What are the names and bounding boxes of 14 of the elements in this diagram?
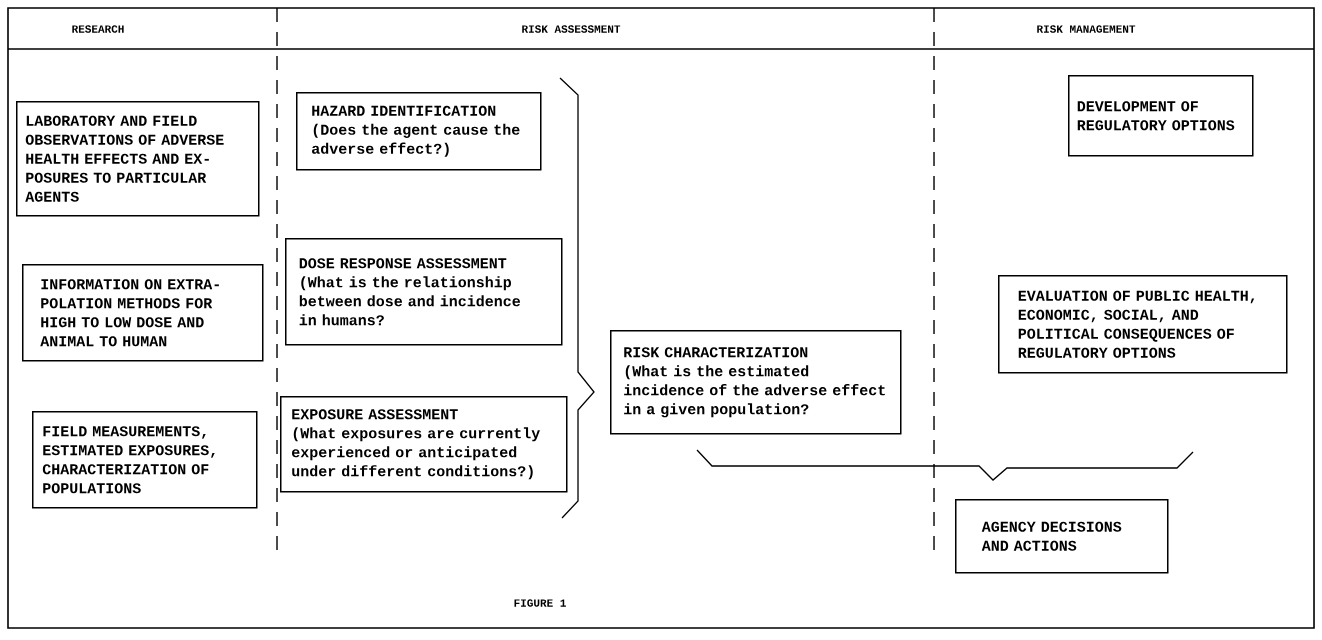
- text-box: FIELD MEASUREMENTS, ESTIMATED EXPOSURES, CHARACTERIZATION OF POPULATIONS: [32, 411, 258, 509]
- column-heading: RESEARCH: [72, 25, 124, 33]
- text-box: AGENCY DECISIONS AND ACTIONS: [955, 499, 1169, 574]
- text-box: EVALUATION OF PUBLIC HEALTH, ECONOMIC, SOCIAL, AND POLITICAL CONSEQUENCES OF REGULATORY OPTIONS: [998, 275, 1288, 374]
- column-heading: RISK MANAGEMENT: [1037, 25, 1136, 33]
- text-box: RISK CHARACTERIZATION (What is the estimated incidence of the adverse effect in a given population?: [610, 330, 902, 435]
- text-box: LABORATORY AND FIELD OBSERVATIONS OF ADVERSE HEALTH EFFECTS AND EX-POSURES TO PARTICULAR AGENTS: [16, 101, 260, 217]
- figure-caption: FIGURE 1: [514, 599, 566, 607]
- text-box: INFORMATION ON EXTRA-POLATION METHODS FOR HIGH TO LOW DOSE AND ANIMAL TO HUMAN: [22, 264, 264, 362]
- text-box: DOSE RESPONSE ASSESSMENT (What is the relationship between dose and incidence in humans?: [285, 238, 563, 346]
- text-box: HAZARD IDENTIFICATION (Does the agent cause the adverse effect?): [296, 92, 542, 171]
- text-box: EXPOSURE ASSESSMENT (What exposures are currently experienced or anticipated under different conditions?): [280, 396, 568, 493]
- column-heading: RISK ASSESSMENT: [522, 25, 621, 33]
- text-box: DEVELOPMENT OF REGULATORY OPTIONS: [1068, 75, 1254, 157]
